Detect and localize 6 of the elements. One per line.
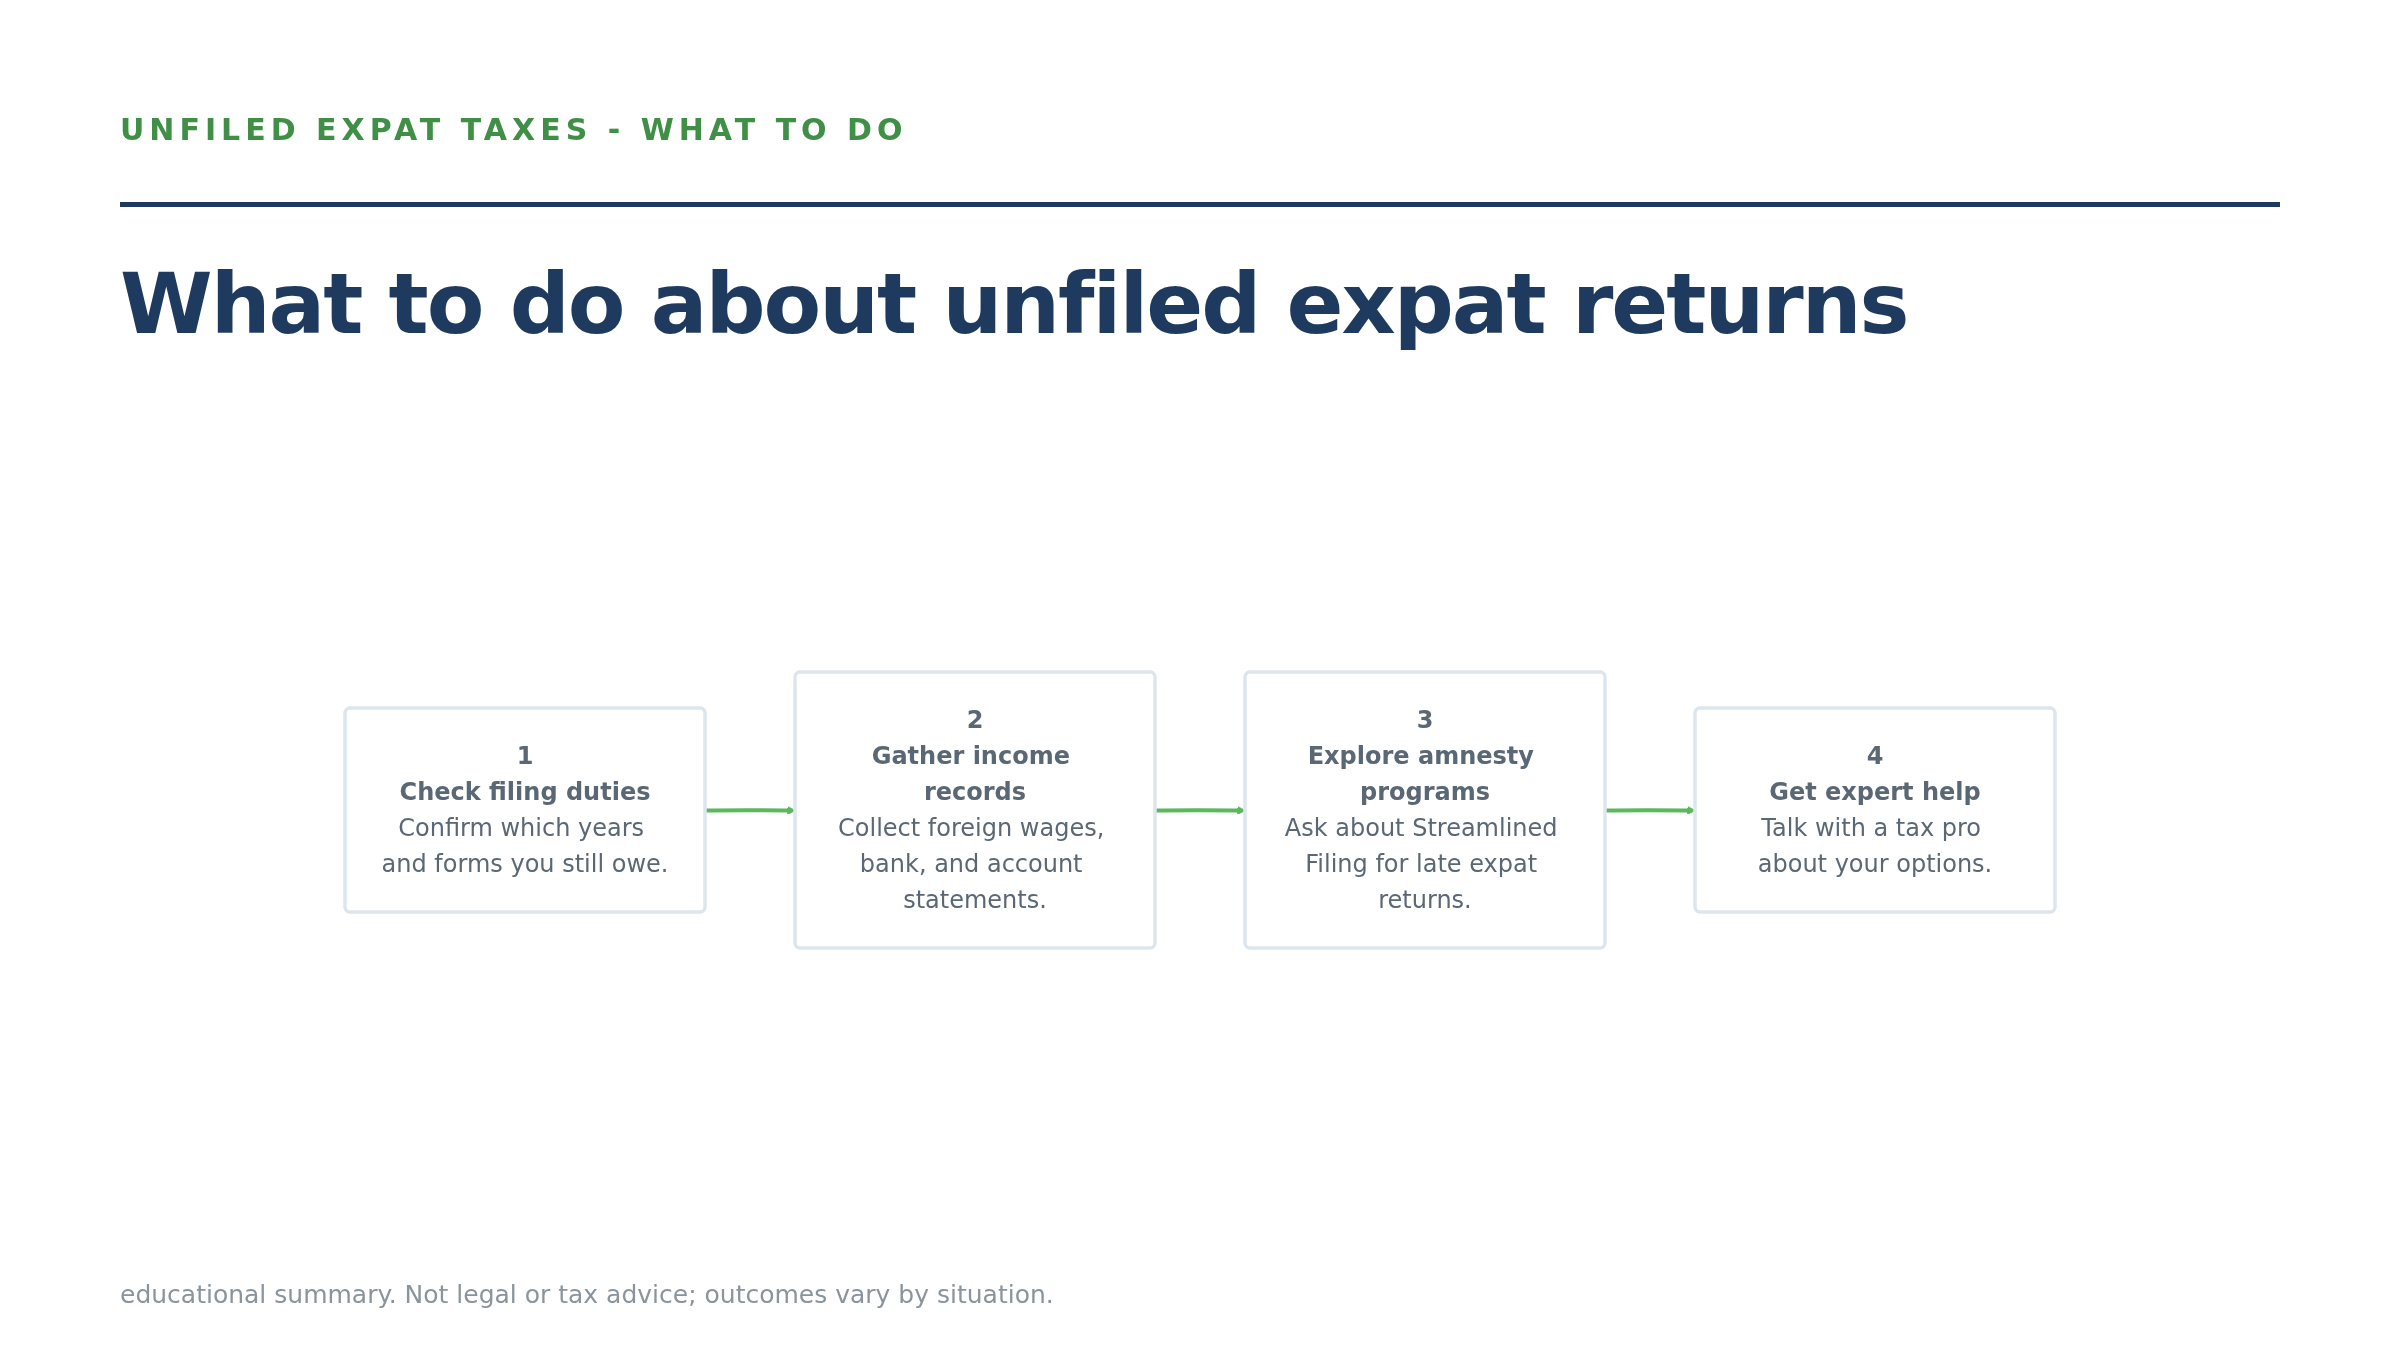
arrow bbox=[705, 806, 796, 815]
caption: educational summary. Not legal or tax advice; outcomes vary by situation. bbox=[120, 1280, 1054, 1309]
arrow bbox=[1605, 806, 1696, 815]
kicker-text: UNFILED EXPAT TAXES - WHAT TO DO bbox=[120, 112, 908, 147]
arrow bbox=[1155, 806, 1246, 815]
title: What to do about unfiled expat returns bbox=[120, 255, 1908, 353]
